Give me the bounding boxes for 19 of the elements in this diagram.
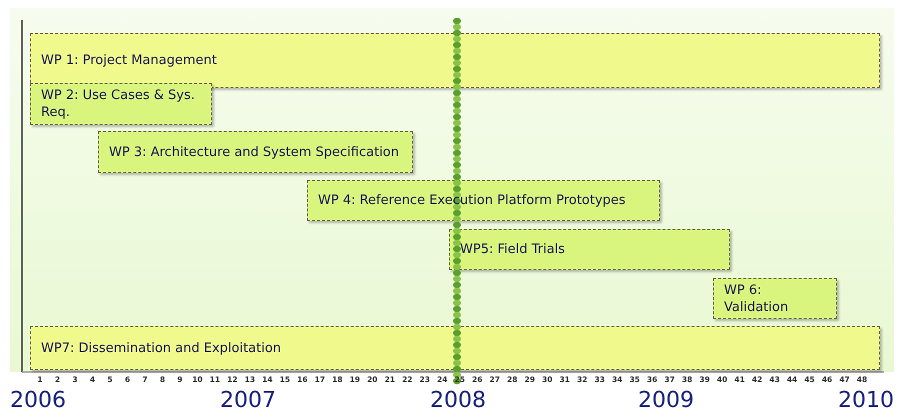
work-package-bar xyxy=(98,131,413,173)
work-package-bar xyxy=(713,278,837,319)
year-label: 2009 xyxy=(637,388,695,413)
year-label: 2010 xyxy=(837,388,895,413)
work-package-label: WP 4: Reference Execution Platform Prototypes xyxy=(318,192,626,209)
work-package-bar xyxy=(449,229,730,270)
year-label: 2007 xyxy=(219,388,277,413)
work-package-label: WP 1: Project Management xyxy=(41,52,217,69)
work-package-bar xyxy=(307,180,660,221)
work-package-bar xyxy=(30,83,212,125)
work-package-label: WP7: Dissemination and Exploitation xyxy=(41,340,282,356)
work-package-label: WP 3: Architecture and System Specification xyxy=(109,144,399,160)
work-package-label: WP 2: Use Cases & Sys. Req. xyxy=(41,87,196,121)
year-label: 2008 xyxy=(429,388,487,413)
work-package-bar xyxy=(30,326,880,370)
year-label: 2006 xyxy=(9,388,67,413)
work-package-bar xyxy=(30,33,880,88)
work-package-label: WP 6: Validation xyxy=(724,282,790,316)
work-package-label: WP5: Field Trials xyxy=(460,241,565,258)
